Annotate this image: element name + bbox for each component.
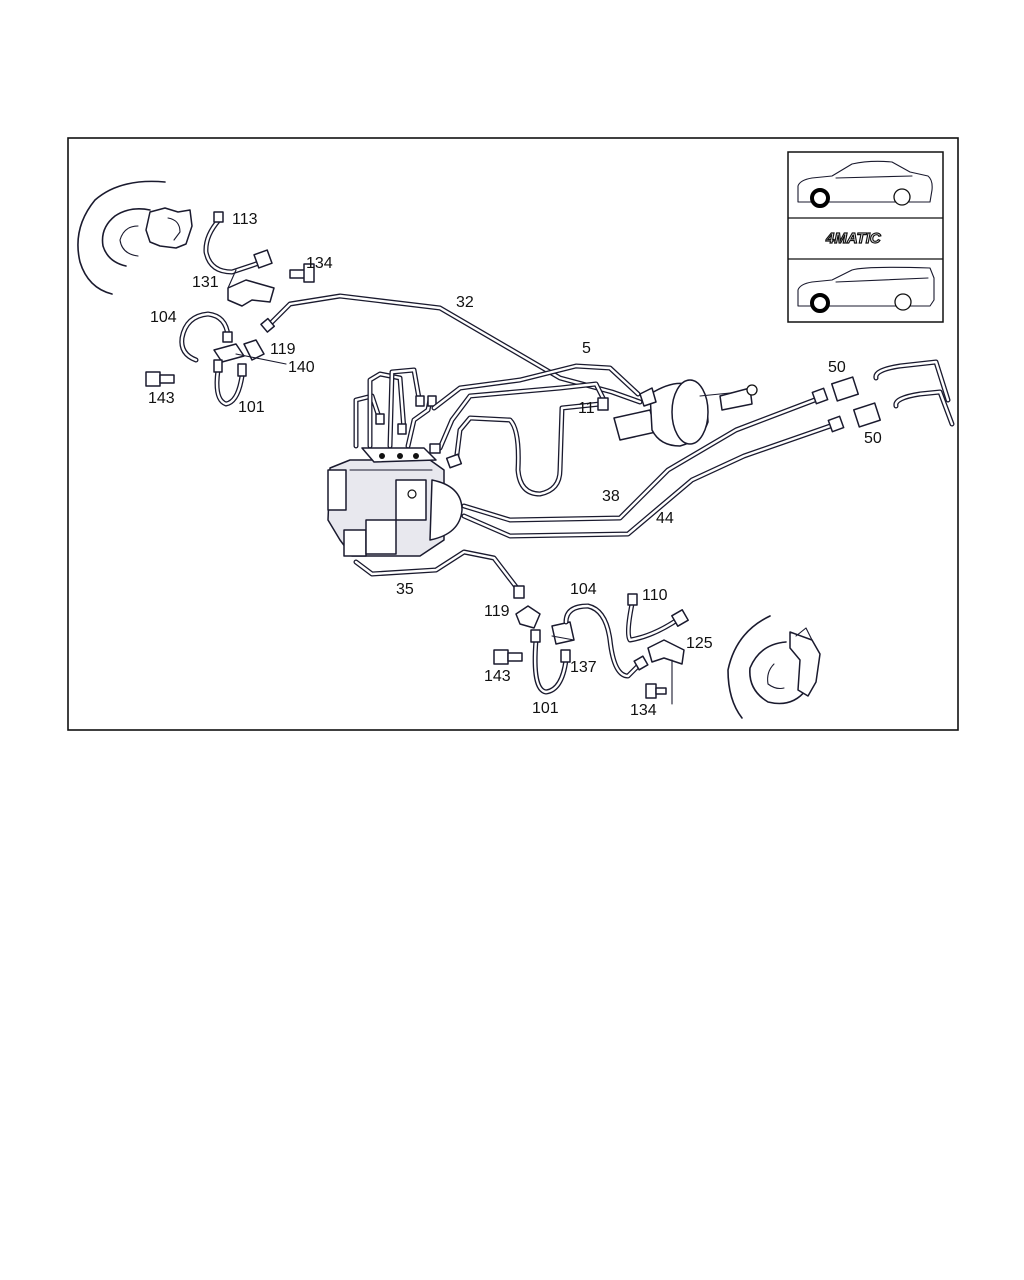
hose-104-bottom — [563, 603, 649, 679]
callout-104-top: 104 — [150, 309, 177, 326]
vehicle-variant-inset: 4MATIC — [787, 151, 944, 323]
brake-booster — [613, 379, 758, 447]
wagon-icon — [797, 266, 935, 313]
callout-44: 44 — [656, 510, 674, 527]
callout-110: 110 — [642, 587, 668, 604]
bolt-143-top — [145, 371, 175, 387]
bolt-134-bottom — [645, 683, 667, 699]
bolt-134-top — [289, 263, 315, 283]
diagram-frame — [67, 137, 959, 731]
bracket-140 — [213, 339, 287, 365]
callout-104-bottom: 104 — [570, 581, 597, 598]
bracket-125 — [647, 639, 685, 705]
brake-line-5 — [431, 363, 641, 411]
rear-right-brake-disc — [727, 615, 821, 719]
hose-101-top — [213, 359, 247, 407]
callout-50-upper: 50 — [828, 359, 846, 376]
badge-4matic: 4MATIC — [825, 230, 882, 247]
hose-101-bottom — [530, 629, 575, 695]
callout-143-top: 143 — [148, 390, 175, 407]
callout-32: 32 — [456, 294, 474, 311]
front-left-brake-disc — [77, 180, 193, 295]
bracket-131 — [227, 269, 275, 307]
callout-131: 131 — [192, 274, 219, 291]
callout-119-bottom: 119 — [484, 603, 510, 620]
brake-line-11 — [429, 381, 609, 497]
callout-137: 137 — [570, 659, 597, 676]
bolt-143-bottom — [493, 649, 523, 665]
hose-104-top — [179, 311, 233, 363]
callout-38: 38 — [602, 488, 620, 505]
union-nut-50-upper — [831, 359, 951, 403]
callout-35: 35 — [396, 581, 414, 598]
brake-line-44 — [461, 415, 845, 539]
callout-101-bottom: 101 — [532, 700, 559, 717]
hydraulic-unit — [327, 367, 463, 557]
callout-101-top: 101 — [238, 399, 265, 416]
callout-134-top: 134 — [306, 255, 333, 272]
callout-11: 11 — [578, 400, 595, 417]
union-nut-50-lower — [853, 389, 955, 428]
callout-113: 113 — [232, 211, 258, 228]
clip-119-bottom — [515, 605, 575, 645]
callout-143-bottom: 143 — [484, 668, 511, 685]
callout-labels: 113 134 131 32 104 119 140 143 101 5 11 … — [148, 211, 882, 719]
callout-50-lower: 50 — [864, 430, 882, 447]
brake-line-32 — [260, 293, 643, 405]
callout-134-bottom: 134 — [630, 702, 657, 719]
callout-5: 5 — [582, 340, 591, 357]
sedan-icon — [797, 160, 933, 208]
callout-125: 125 — [686, 635, 713, 652]
brake-line-35 — [353, 549, 525, 599]
brake-line-38 — [461, 387, 829, 523]
hose-113 — [203, 211, 273, 275]
hose-110 — [625, 593, 689, 643]
callout-140: 140 — [288, 359, 315, 376]
callout-119-top: 119 — [270, 341, 296, 358]
